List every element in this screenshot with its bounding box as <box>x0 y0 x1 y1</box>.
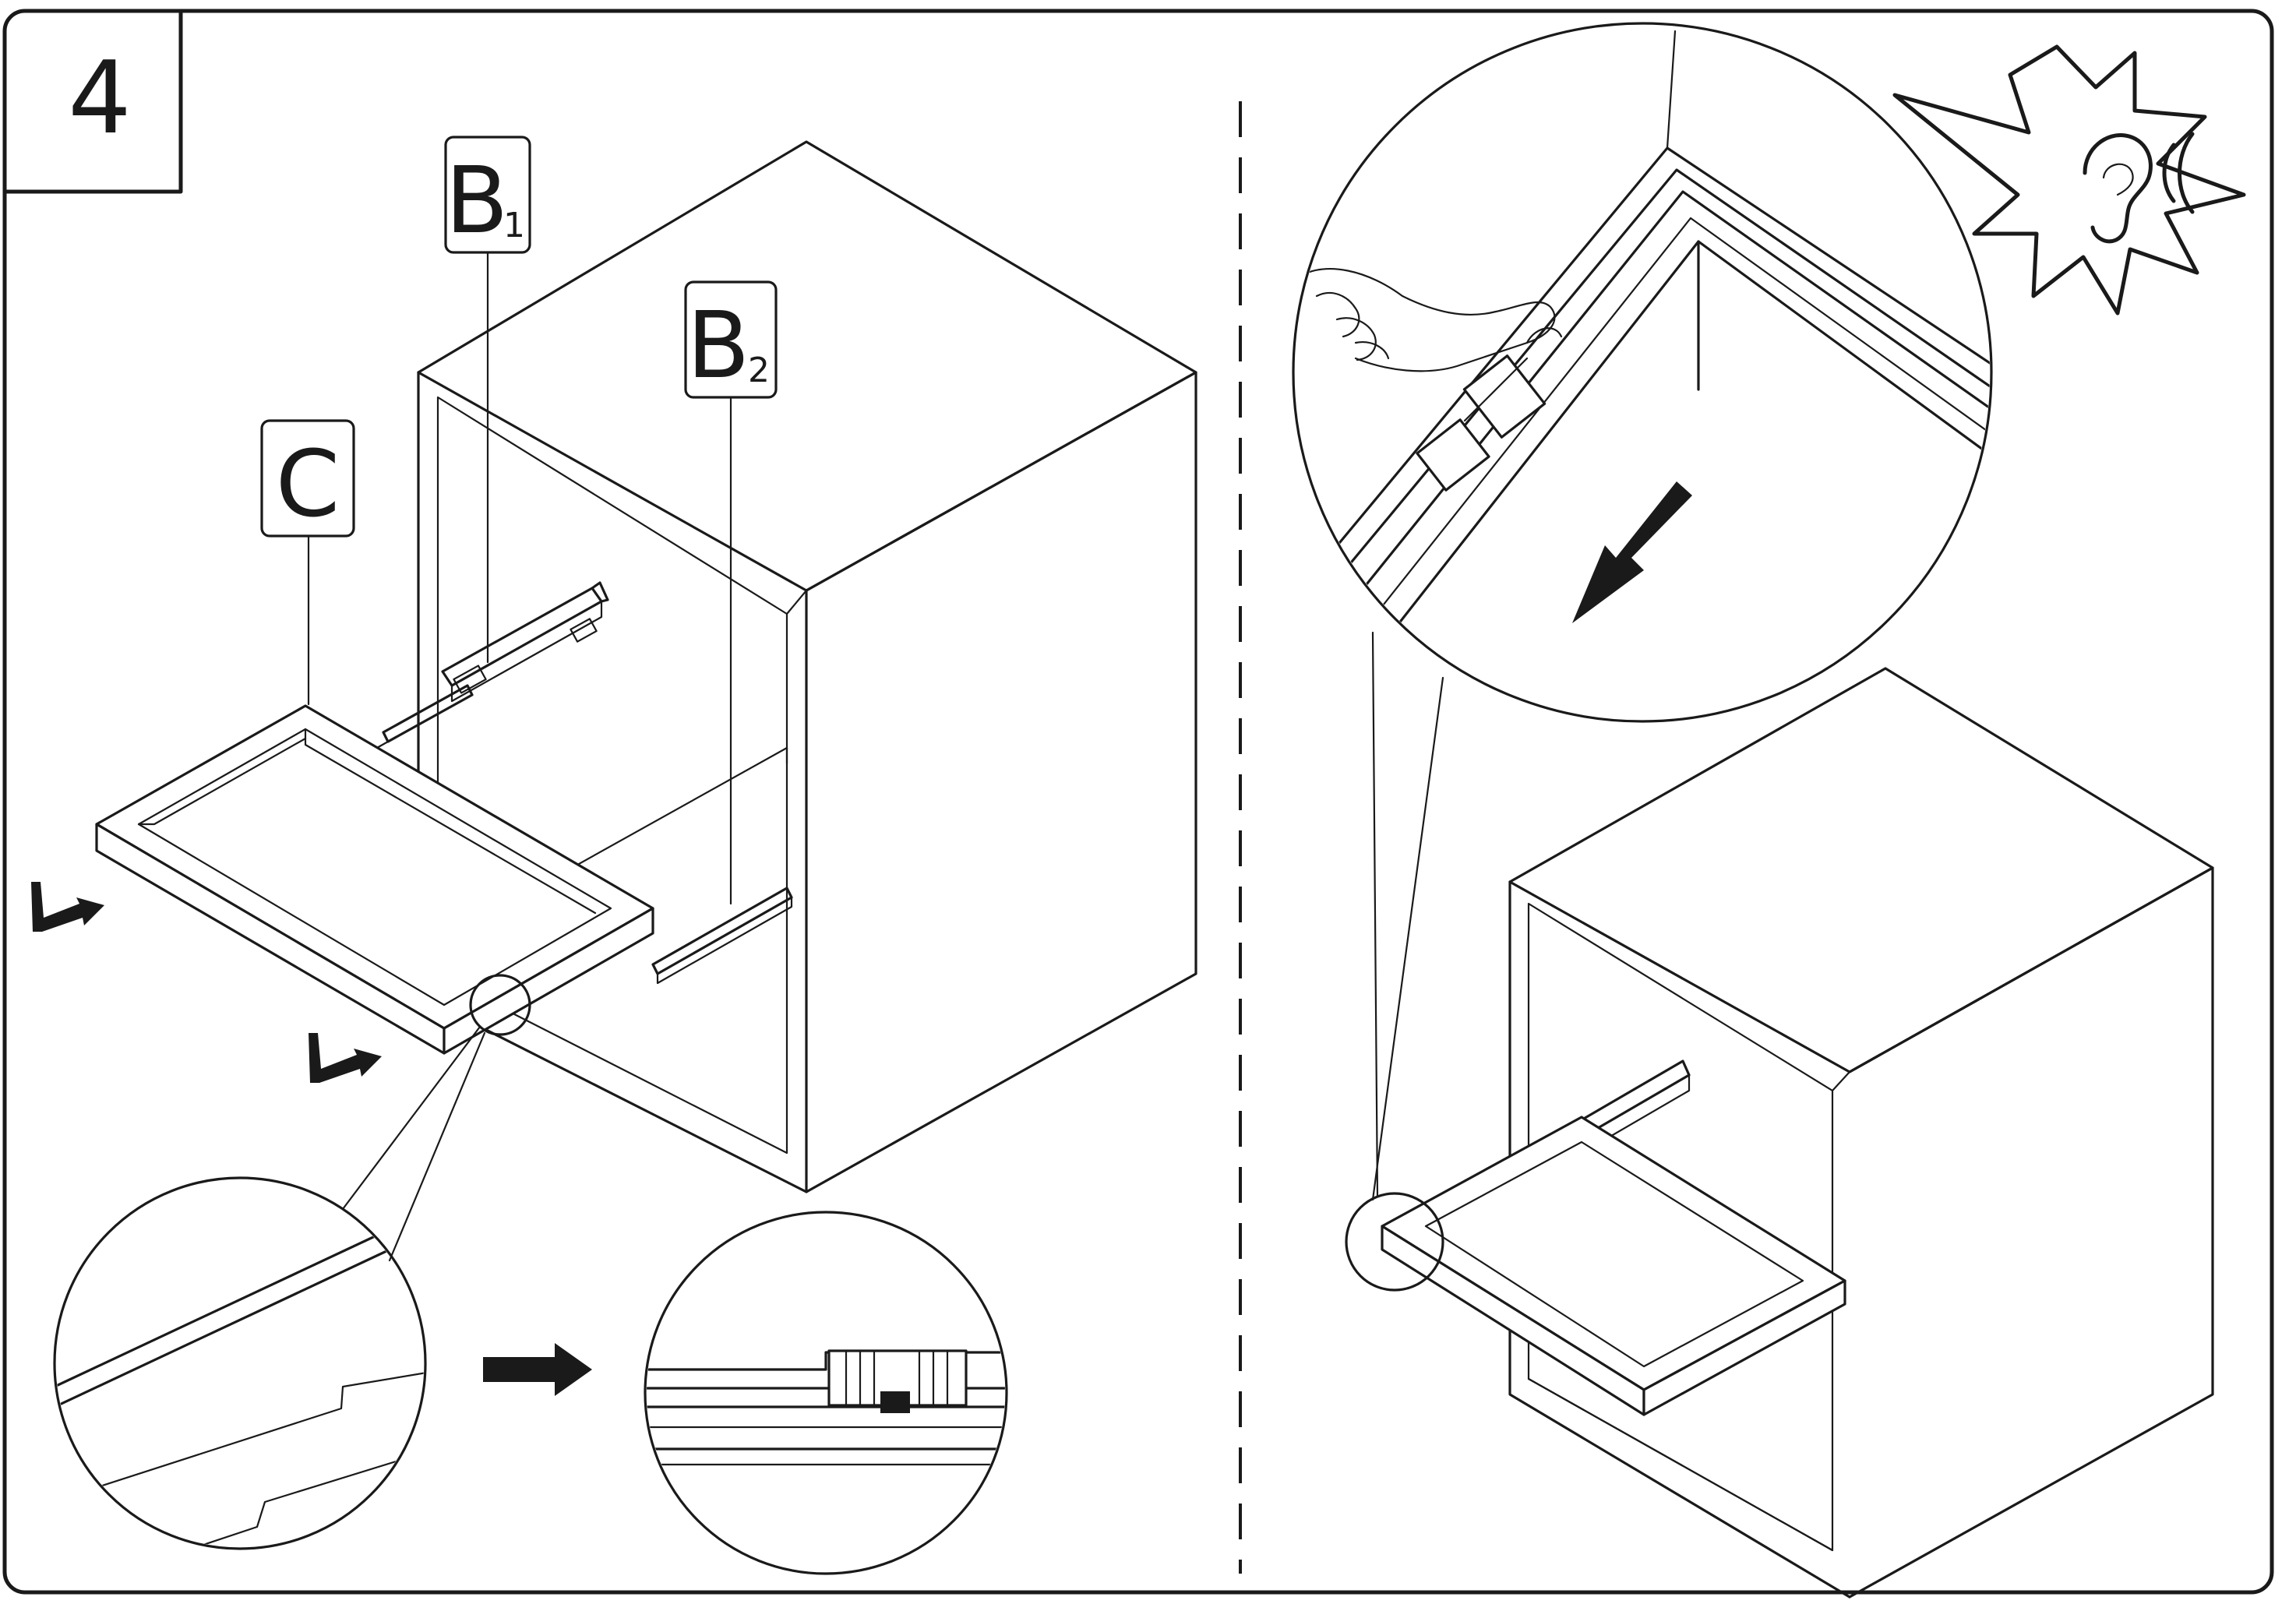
label-b2-sub: 2 <box>748 351 770 390</box>
label-c: C <box>260 419 355 538</box>
detail-marker-left <box>469 974 531 1036</box>
bent-arrow-icon <box>31 882 104 932</box>
detail-circle-before <box>53 1176 427 1550</box>
zoom-line <box>1371 676 1444 1201</box>
zoom-line <box>1371 631 1379 1198</box>
sheet-border <box>2 9 2274 1595</box>
arrow-right-icon <box>483 1343 592 1396</box>
label-b1-main: B <box>446 146 509 254</box>
label-c-main: C <box>276 430 340 538</box>
step-number-box: 4 <box>2 9 183 194</box>
ear-click-sound-icon <box>1892 44 2246 316</box>
bent-arrow-icon <box>309 1033 382 1083</box>
step-number: 4 <box>68 41 131 157</box>
detail-circle-release <box>1292 22 1993 723</box>
zoom-line <box>341 1025 481 1211</box>
cabinet-left <box>417 140 1197 1193</box>
detail-circle-after <box>644 1211 1008 1575</box>
detail-marker-right <box>1345 1192 1444 1292</box>
zoom-line <box>388 1031 486 1262</box>
arrow-down-left-icon <box>1572 481 1692 623</box>
label-b2: B 2 <box>684 280 778 399</box>
label-b1-sub: 1 <box>503 206 525 245</box>
drawer-frame-right <box>1381 1116 1846 1416</box>
rail-b2 <box>651 887 793 985</box>
label-b2-main: B <box>687 291 750 399</box>
drawer-frame-c <box>95 704 654 1055</box>
label-b1: B 1 <box>444 136 531 254</box>
